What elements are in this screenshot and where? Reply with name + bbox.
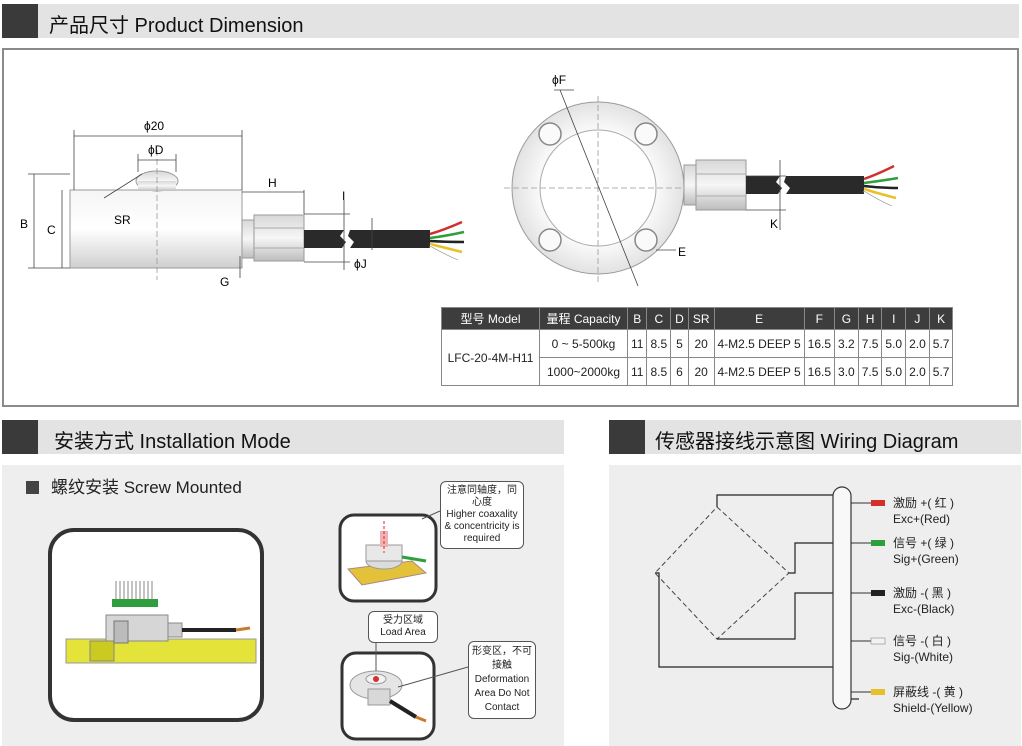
header-block-icon: [2, 4, 38, 38]
callout-load-area: 受力区域 Load Area: [368, 611, 438, 643]
wire-label-cn: 屏蔽线 -( 黄 ): [893, 685, 963, 699]
wire-label-cn: 激励 -( 黑 ): [893, 586, 951, 600]
table-cell: 2.0: [905, 329, 930, 358]
installation-panel: 螺纹安装 Screw Mounted: [2, 465, 564, 746]
dim-label-E: E: [678, 245, 686, 259]
dim-label-dJ: ϕJ: [354, 257, 367, 271]
wire-label-exc-minus: 激励 -( 黑 ) Exc-(Black): [893, 585, 954, 617]
table-cell: 2.0: [905, 357, 930, 386]
table-cell: 11: [626, 329, 648, 358]
table-header: B: [626, 307, 648, 330]
table-cell: 3.2: [834, 329, 859, 358]
section-title: 安装方式 Installation Mode: [54, 431, 291, 453]
table-cell: 0 ~ 5-500kg: [539, 329, 628, 358]
table-cell: 1000~2000kg: [539, 357, 628, 386]
callout-text: Deformation Area Do Not Contact: [474, 674, 530, 713]
table-cell: 11: [626, 357, 648, 386]
side-view: ϕ20 ϕD SR H B C G I ϕJ: [20, 119, 465, 289]
table-cell: 4-M2.5 DEEP 5: [713, 357, 805, 386]
wiring-panel: 激励 +( 红 ) Exc+(Red) 信号 +( 绿 ) Sig+(Green…: [609, 465, 1021, 746]
dim-label-G: G: [220, 275, 229, 289]
wire-label-en: Sig+(Green): [893, 552, 959, 566]
table-header: F: [803, 307, 836, 330]
dim-label-d20: ϕ20: [144, 119, 164, 133]
wiring-schematic: [654, 486, 886, 710]
table-header: E: [713, 307, 805, 330]
dimension-panel: ϕ20 ϕD SR H B C G I ϕJ: [2, 48, 1019, 407]
table-cell: 8.5: [646, 357, 672, 386]
table-cell: 3.0: [834, 357, 859, 386]
table-cell: 16.5: [803, 329, 836, 358]
section-header-dimension: 产品尺寸 Product Dimension: [2, 4, 1019, 38]
table-cell: 5.0: [881, 329, 907, 358]
table-cell: 7.5: [857, 357, 883, 386]
callout-text: 受力区域: [383, 615, 423, 626]
table-row: LFC-20-4M-H11 0 ~ 5-500kg 11 8.5 5 20 4-…: [441, 329, 954, 386]
spec-table: 型号 Model 量程 Capacity B C D SR E F G H I …: [441, 307, 954, 386]
table-cell: 20: [687, 357, 715, 386]
section-header-wiring: 传感器接线示意图 Wiring Diagram: [609, 420, 1021, 454]
callout-text: 注意同轴度，同心度: [447, 485, 517, 508]
table-header-row: 型号 Model 量程 Capacity B C D SR E F G H I …: [441, 307, 954, 330]
install-subtitle: 螺纹安装 Screw Mounted: [26, 473, 242, 498]
table-header: I: [881, 307, 907, 330]
wire-label-cn: 激励 +( 红 ): [893, 496, 955, 510]
table-row: 1000~2000kg 11 8.5 6 20 4-M2.5 DEEP 5 16…: [442, 357, 954, 386]
table-cell: 4-M2.5 DEEP 5: [713, 329, 805, 358]
table-header: G: [834, 307, 859, 330]
wire-label-en: Exc+(Red): [893, 512, 951, 526]
wire-label-exc-plus: 激励 +( 红 ) Exc+(Red): [893, 495, 954, 527]
dim-label-H: H: [268, 176, 277, 190]
install-illustrations: [48, 510, 469, 741]
table-cell: 5.0: [881, 357, 907, 386]
table-cell: 8.5: [646, 329, 672, 358]
section-title: 产品尺寸 Product Dimension: [49, 15, 304, 37]
wire-label-en: Exc-(Black): [893, 602, 955, 616]
dim-label-B: B: [20, 217, 28, 231]
table-header: H: [857, 307, 883, 330]
callout-deformation-area: 形变区，不可接触 Deformation Area Do Not Contact: [468, 641, 536, 719]
wire-label-cn: 信号 -( 白 ): [893, 634, 951, 648]
wire-label-en: Sig-(White): [893, 650, 954, 664]
install-subtitle-text: 螺纹安装 Screw Mounted: [51, 478, 242, 497]
table-cell: 7.5: [857, 329, 883, 358]
wire-label-sig-minus: 信号 -( 白 ) Sig-(White): [893, 633, 953, 665]
front-view: ϕF E K: [504, 73, 899, 287]
table-cell: 5.7: [928, 357, 954, 386]
square-bullet-icon: [26, 481, 39, 494]
table-header: 型号 Model: [441, 307, 540, 330]
wire-label-cn: 信号 +( 绿 ): [893, 536, 955, 550]
dim-label-dF: ϕF: [552, 73, 566, 87]
table-header: K: [928, 307, 954, 330]
callout-text: Load Area: [380, 627, 426, 638]
callout-text: Higher coaxality & concentricity is requ…: [444, 509, 520, 544]
wire-label-shield: 屏蔽线 -( 黄 ) Shield-(Yellow): [893, 684, 973, 716]
header-block-icon: [609, 420, 645, 454]
dim-label-K: K: [770, 217, 778, 231]
callout-coaxiality: 注意同轴度，同心度 Higher coaxality & concentrici…: [440, 481, 524, 549]
dim-label-dD: ϕD: [148, 143, 164, 157]
table-cell: 6: [670, 357, 689, 386]
wire-label-en: Shield-(Yellow): [893, 701, 973, 715]
dim-label-C: C: [47, 223, 56, 237]
dim-label-I: I: [342, 189, 345, 203]
table-header: 量程 Capacity: [539, 307, 628, 330]
wire-tips: [870, 500, 886, 695]
table-header: D: [670, 307, 689, 330]
callout-text: 形变区，不可接触: [472, 646, 532, 671]
table-cell: 5.7: [928, 329, 954, 358]
table-cell: 16.5: [803, 357, 836, 386]
dimension-drawing: ϕ20 ϕD SR H B C G I ϕJ: [20, 73, 899, 289]
table-cell: 20: [687, 329, 715, 358]
wire-label-sig-plus: 信号 +( 绿 ) Sig+(Green): [893, 535, 959, 567]
table-header: C: [646, 307, 672, 330]
model-cell: LFC-20-4M-H11: [441, 329, 540, 386]
table-header: J: [905, 307, 930, 330]
section-title: 传感器接线示意图 Wiring Diagram: [655, 431, 959, 453]
dim-label-SR: SR: [114, 213, 131, 227]
header-block-icon: [2, 420, 38, 454]
table-cell: 5: [670, 329, 689, 358]
table-header: SR: [687, 307, 715, 330]
section-header-install: 安装方式 Installation Mode: [2, 420, 564, 454]
